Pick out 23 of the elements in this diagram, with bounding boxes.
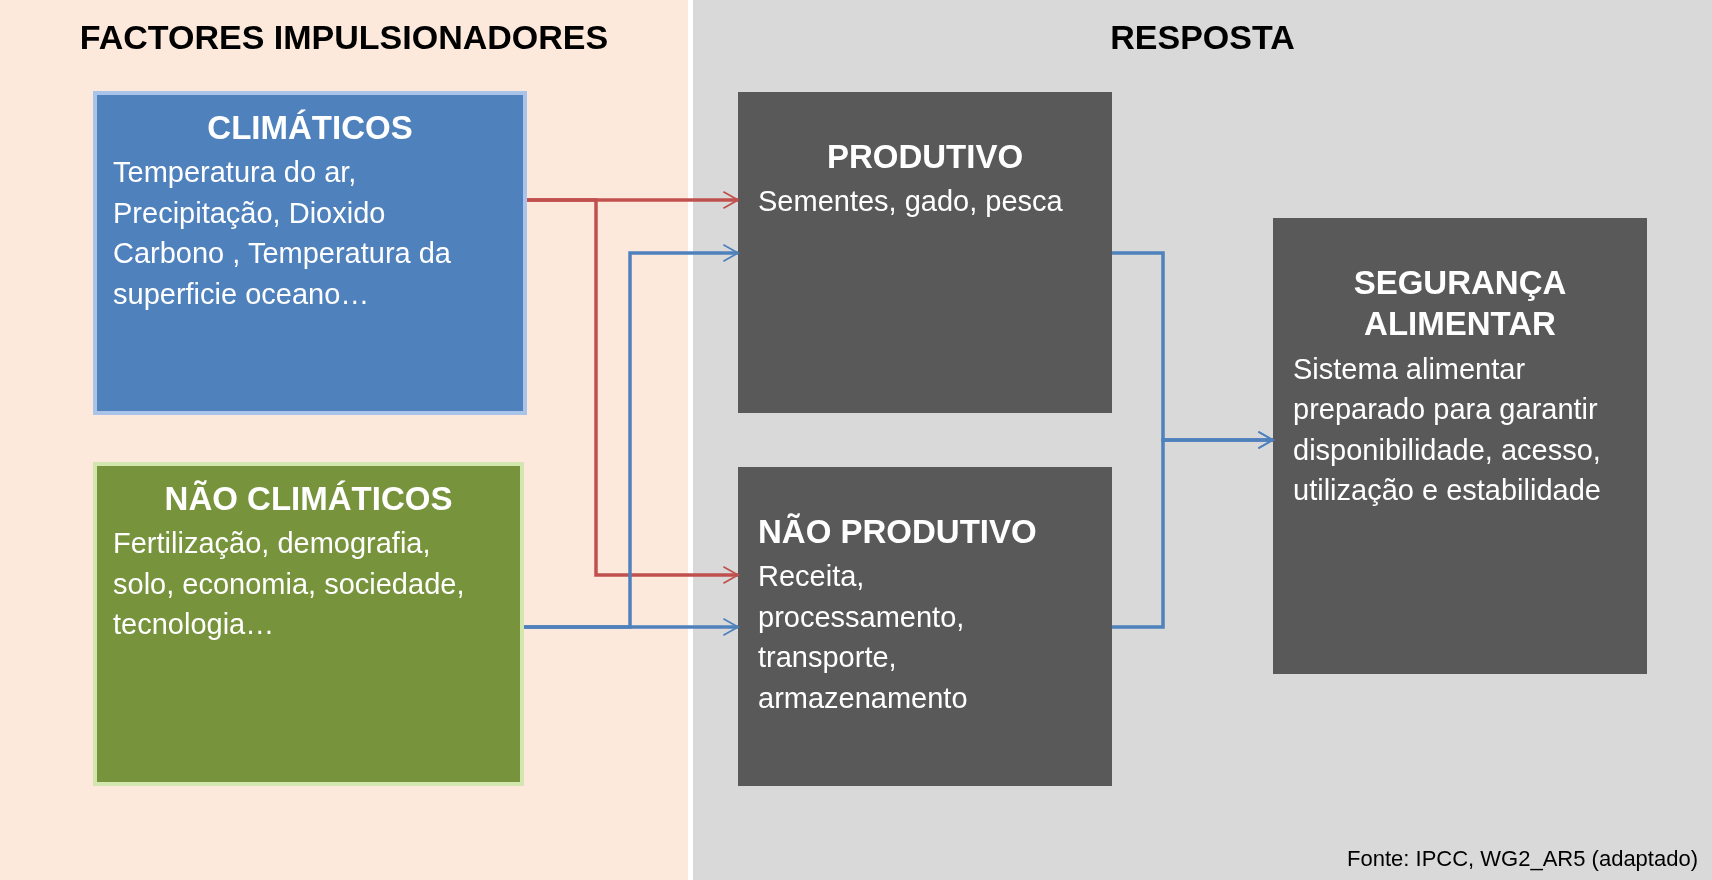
box-description: Sistema alimentar preparado para garantir disponibilidade, acesso, utilização e estabilidade <box>1293 351 1602 509</box>
source-note: Fonte: IPCC, WG2_AR5 (adaptado) <box>1347 846 1698 872</box>
arrow <box>527 198 739 585</box>
box-heading: SEGURANÇA ALIMENTAR <box>1352 263 1568 345</box>
box-heading: PRODUTIVO <box>825 137 1025 177</box>
category-box <box>738 467 1112 786</box>
box-description: Fertilização, demografia, solo, economia, sociedade, tecnologia… <box>113 526 466 643</box>
box-heading: NÃO PRODUTIVO <box>758 512 1038 552</box>
panel-background <box>0 0 688 880</box>
panel-title: FACTORES IMPULSIONADORES <box>78 18 610 57</box>
arrow <box>524 617 739 637</box>
box-description: Temperatura do ar, Precipitação, Dioxido Carbono , Temperatura da superficie oceano… <box>113 155 452 313</box>
box-heading: CLIMÁTICOS <box>206 108 414 148</box>
panel-title: RESPOSTA <box>1109 18 1296 57</box>
category-box <box>93 91 527 415</box>
arrow <box>1112 430 1274 629</box>
panel-background <box>693 0 1712 880</box>
category-box <box>738 92 1112 413</box>
box-heading: NÃO CLIMÁTICOS <box>163 479 454 519</box>
box-description: Receita, processamento, transporte, armazenamento <box>758 559 969 717</box>
box-description: Sementes, gado, pesca <box>758 184 1064 220</box>
category-box <box>1273 218 1647 674</box>
category-box <box>93 462 524 786</box>
